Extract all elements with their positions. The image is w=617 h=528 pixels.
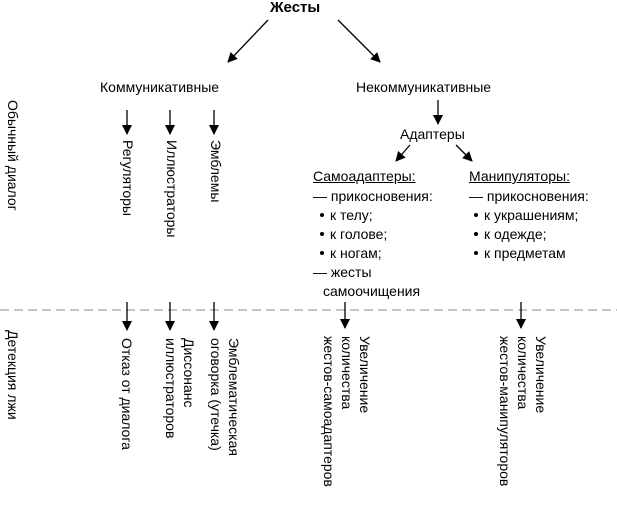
arrow-to-self-adapters [395, 144, 411, 162]
result-manipulator-line1: Увеличение [533, 336, 549, 414]
result-self-adapter-line2: количества [339, 336, 355, 410]
regulators-label: Регуляторы [120, 140, 136, 216]
self-bullet-body: к телу; [320, 206, 373, 225]
self-cleaning-line1: — жесты [313, 264, 372, 280]
bullet-dot [320, 251, 324, 256]
result-manipulator-increase: Увеличение количества жестов-манипулятор… [496, 336, 550, 486]
manipulators-bullet-objects: к предметам [474, 244, 566, 263]
emblems-label: Эмблемы [208, 140, 224, 203]
manipulators-bullet-clothing: к одежде; [474, 225, 547, 244]
result-dialog-refusal: Отказ от диалога [119, 338, 135, 450]
bullet-dot [320, 232, 324, 237]
arrow-to-manipulators [455, 144, 473, 162]
bullet-dot [474, 251, 478, 256]
result-manipulator-line3: жестов-манипуляторов [497, 336, 513, 487]
manipulators-title: Манипуляторы: [469, 168, 570, 184]
side-label-normal-dialog: Обычный диалог [5, 100, 21, 211]
arrow-title-to-noncommunicative [337, 19, 381, 63]
communicative-label: Коммуникативные [100, 79, 220, 95]
side-label-lie-detection: Детекция лжи [5, 330, 21, 420]
result-illustrator-dissonance: Диссонанс иллюстраторов [162, 338, 198, 438]
result-self-adapter-line1: Увеличение [357, 336, 373, 414]
result-illustrator-dissonance-line1: Диссонанс [181, 338, 197, 408]
noncommunicative-label: Некоммуникативные [356, 79, 492, 95]
self-bullet-head: к голове; [320, 225, 387, 244]
manipulators-bullet-jewelry: к украшениям; [474, 206, 578, 225]
bullet-dot [474, 213, 478, 218]
bullet-dot [474, 232, 478, 237]
self-cleaning-line2: самоочищения [323, 283, 421, 299]
result-self-adapter-increase: Увеличение количества жестов-самоадаптер… [320, 336, 374, 487]
illustrators-label: Иллюстраторы [164, 140, 180, 238]
manipulators-touch-label: — прикосновения: [469, 188, 589, 204]
diagram-title: Жесты [270, 0, 321, 16]
result-emblematic-slip-line2: оговорка (утечка) [208, 338, 224, 451]
self-touch-label: — прикосновения: [313, 188, 433, 204]
result-self-adapter-line3: жестов-самоадаптеров [321, 336, 337, 487]
adapters-label: Адаптеры [400, 126, 465, 142]
bullet-dot [320, 213, 324, 218]
result-manipulator-line2: количества [515, 336, 531, 410]
self-adapters-title: Самоадаптеры: [313, 168, 416, 184]
result-emblematic-slip-line1: Эмблематическая [226, 338, 242, 456]
result-illustrator-dissonance-line2: иллюстраторов [163, 338, 179, 439]
self-bullet-legs: к ногам; [320, 244, 382, 263]
result-emblematic-slip: Эмблематическая оговорка (утечка) [207, 338, 243, 456]
arrow-title-to-communicative [227, 19, 269, 63]
